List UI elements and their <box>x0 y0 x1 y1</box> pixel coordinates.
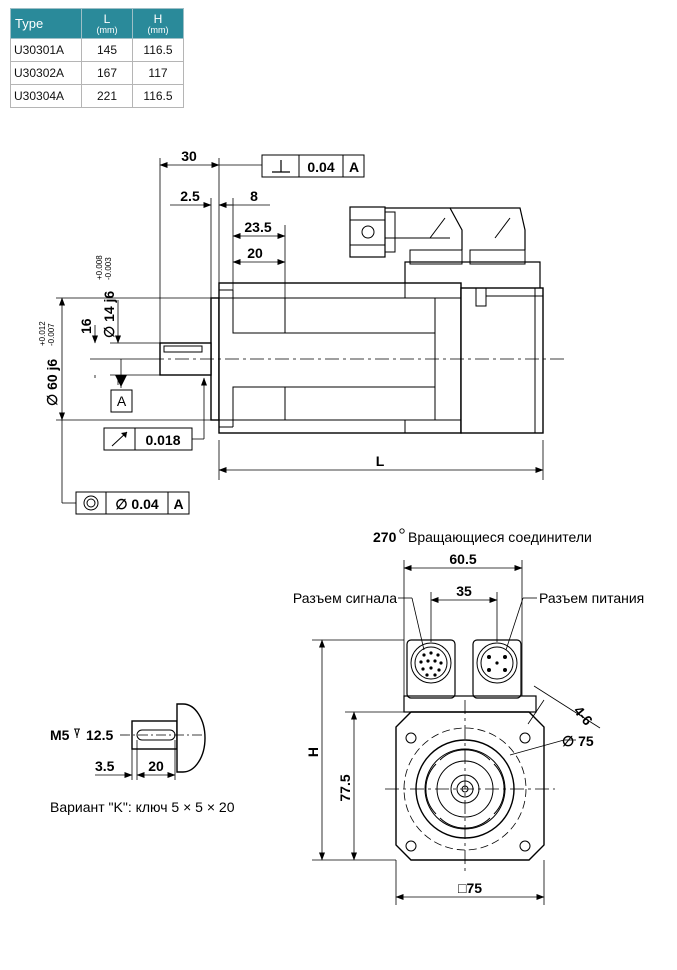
thread-size: M5 <box>50 727 70 743</box>
pilot-tol-lower: -0.007 <box>47 323 56 346</box>
datum-a: A <box>117 393 127 409</box>
header-l-label: L <box>103 11 111 26</box>
runout-value: 0.018 <box>145 432 180 448</box>
pilot-diameter: ∅ 60 j6 <box>44 359 60 406</box>
cell-type: U30302A <box>10 61 82 85</box>
dim-60-5: 60.5 <box>449 551 476 567</box>
table-row: U30302A 167 117 <box>10 61 184 85</box>
key-caption: Вариант "K": ключ 5 × 5 × 20 <box>50 799 235 815</box>
dim-77-5: 77.5 <box>337 774 353 801</box>
header-type: Type <box>10 8 82 39</box>
concentricity-frame: ∅ 0.04 A <box>75 491 190 515</box>
concentricity-icon <box>83 495 99 511</box>
square-75: □75 <box>458 880 482 896</box>
dim-H: H <box>305 747 321 757</box>
dim-20: 20 <box>247 245 263 261</box>
cell-l: 221 <box>81 84 133 108</box>
shaft-tol-upper: +0.008 <box>95 255 104 280</box>
front-dimension-texts: 270 Вращающиеся соединители 60.5 35 Разъ… <box>293 528 644 896</box>
depth-icon <box>74 728 80 738</box>
cell-h: 116.5 <box>132 84 184 108</box>
key-texts: M5 12.5 3.5 20 Вариант "K": ключ 5 × 5 ×… <box>50 727 235 815</box>
header-l-unit: (mm) <box>96 24 118 35</box>
pilot-tol-upper: +0.012 <box>38 321 47 346</box>
header-h-label: H <box>153 11 163 26</box>
thread-depth: 12.5 <box>86 727 113 743</box>
dim-35: 35 <box>456 583 472 599</box>
signal-connector-pins <box>419 651 443 677</box>
dim-3-5: 3.5 <box>95 758 115 774</box>
dim-L: L <box>376 453 385 469</box>
degree-icon <box>399 528 405 534</box>
shaft-diameter: ∅ 14 j6 <box>101 291 117 338</box>
perpendicularity-frame: 0.04 A <box>261 154 365 178</box>
perp-value: 0.04 <box>307 159 334 175</box>
signal-connector-label: Разъем сигнала <box>293 590 397 606</box>
cell-h: 117 <box>132 61 184 85</box>
dim-23-5: 23.5 <box>244 219 271 235</box>
runout-frame: 0.018 <box>103 427 193 451</box>
key-variant-shaft <box>120 703 206 773</box>
key-dim-20: 20 <box>148 758 164 774</box>
cell-l: 145 <box>81 38 133 62</box>
dimensions-table: Type L(mm) H(mm) U30301A 145 116.5 U3030… <box>10 8 184 108</box>
rotation-value: 270 <box>373 529 397 545</box>
table-row: U30304A 221 116.5 <box>10 84 184 108</box>
perp-datum: A <box>349 159 359 175</box>
datum-label-frame: A <box>110 389 133 413</box>
dim-16: 16 <box>78 318 94 334</box>
key-dimension-lines <box>95 740 176 780</box>
conc-value: ∅ 0.04 <box>115 496 159 512</box>
header-h: H(mm) <box>132 8 184 39</box>
rotation-label: Вращающиеся соединители <box>408 529 592 545</box>
dim-8: 8 <box>250 188 258 204</box>
cell-type: U30301A <box>10 38 82 62</box>
front-dimension-lines <box>312 560 601 905</box>
dim-30: 30 <box>181 148 197 164</box>
dim-4-6: 4-6 <box>571 703 596 729</box>
motor-side-view <box>150 206 565 434</box>
cell-type: U30304A <box>10 84 82 108</box>
power-connector-pins <box>487 655 507 672</box>
conc-datum: A <box>173 496 183 512</box>
header-h-unit: (mm) <box>147 24 169 35</box>
datum-triangle <box>115 375 127 387</box>
side-dimension-texts: 30 2.5 8 23.5 20 ∅ 14 j6 +0.008 -0.003 1… <box>38 148 385 469</box>
bolt-circle-dia: ∅ 75 <box>562 733 594 749</box>
shaft-tol-lower: -0.003 <box>104 257 113 280</box>
power-connector-label: Разъем питания <box>539 590 644 606</box>
dim-2-5: 2.5 <box>180 188 200 204</box>
table-header-row: Type L(mm) H(mm) <box>10 8 184 39</box>
motor-front-view <box>395 639 545 861</box>
